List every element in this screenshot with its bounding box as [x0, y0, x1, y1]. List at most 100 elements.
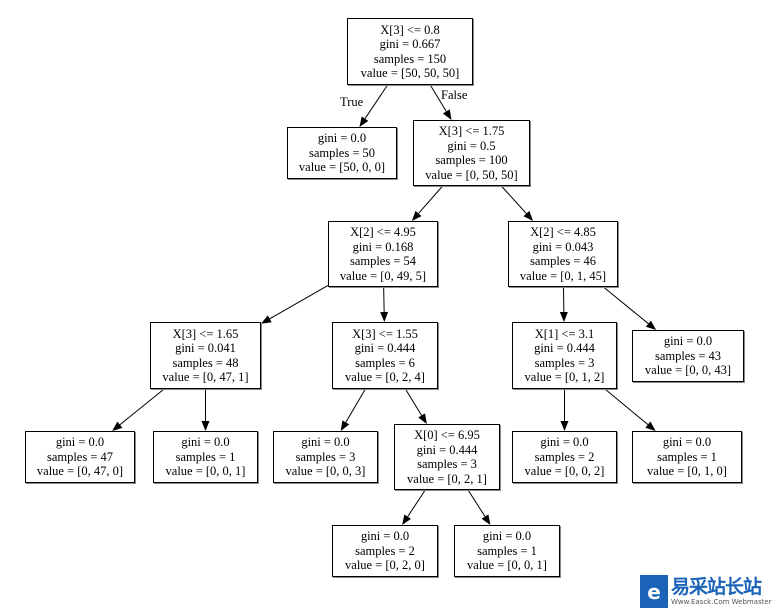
node-text-line: samples = 48	[172, 355, 239, 370]
node-text-line: gini = 0.043	[532, 239, 594, 254]
node-text-line: value = [0, 0, 3]	[285, 464, 366, 479]
edge-line	[345, 388, 366, 423]
arrowhead-icon	[201, 421, 210, 431]
edge-line	[418, 185, 443, 214]
node-text-line: samples = 1	[477, 543, 537, 558]
node-text-line: X[3] <= 0.8	[380, 22, 440, 37]
edge-line	[405, 388, 423, 416]
edge-line	[119, 388, 165, 426]
node-text-line: gini = 0.0	[663, 334, 713, 349]
node-text-line: X[0] <= 6.95	[414, 428, 480, 442]
node-text-line: samples = 47	[46, 449, 114, 464]
node-text-line: value = [0, 1, 45]	[519, 268, 607, 283]
watermark-text: 易采站长站	[671, 576, 762, 598]
node-text-line: samples = 100	[435, 153, 508, 167]
arrowhead-icon	[481, 514, 491, 525]
node-text-line: value = [0, 0, 43]	[644, 363, 732, 378]
node-text-line: X[1] <= 3.1	[534, 326, 595, 341]
edge-line	[364, 84, 388, 119]
node-text-line: samples = 2	[534, 449, 595, 464]
node-text-line: samples = 6	[355, 355, 415, 370]
node-text-line: gini = 0.168	[352, 239, 414, 254]
arrowhead-icon	[112, 421, 123, 431]
edge-label-true: True	[340, 95, 364, 109]
node-text-line: X[2] <= 4.95	[350, 225, 416, 239]
node-text-line: gini = 0.0	[55, 435, 105, 450]
node-text-line: X[3] <= 1.75	[438, 124, 505, 138]
arrowhead-icon	[523, 210, 534, 221]
node-text-line: value = [0, 0, 2]	[524, 464, 605, 479]
edge-line	[269, 285, 329, 320]
node-text-line: samples = 3	[417, 457, 477, 471]
node-text-line: X[2] <= 4.85	[530, 225, 596, 239]
node-text-line: value = [0, 50, 50]	[425, 167, 518, 182]
node-text-line: gini = 0.0	[317, 131, 367, 146]
node-text-line: gini = 0.041	[175, 341, 236, 355]
node-text-line: gini = 0.0	[482, 529, 532, 544]
node-text-line: value = [0, 47, 1]	[162, 370, 249, 384]
edge-line	[429, 84, 447, 112]
node-text-line: value = [0, 1, 2]	[524, 370, 605, 384]
edge-line	[603, 286, 649, 325]
node-text-line: samples = 43	[654, 348, 722, 363]
node-text-line: gini = 0.0	[181, 435, 230, 450]
watermark: e 易采站长站 Www.Easck.Com Webmaster	[640, 575, 774, 608]
node-text-line: gini = 0.667	[379, 37, 441, 51]
edge-line	[467, 489, 486, 517]
e-logo-icon: e	[640, 575, 668, 608]
arrowhead-icon	[380, 311, 389, 322]
node-text-line: gini = 0.0	[662, 435, 712, 450]
edge-line	[604, 388, 649, 426]
node-text-line: samples = 54	[349, 254, 417, 268]
node-text-line: samples = 150	[373, 51, 447, 66]
node-text-line: value = [50, 0, 0]	[298, 160, 386, 175]
arrowhead-icon	[645, 320, 657, 330]
node-text-line: X[3] <= 1.55	[352, 326, 418, 341]
node-text-line: value = [0, 0, 1]	[165, 464, 246, 479]
node-text-line: gini = 0.444	[416, 442, 478, 457]
edge-line	[407, 489, 426, 517]
node-text-line: gini = 0.5	[447, 138, 496, 153]
watermark-subtext: Www.Easck.Com Webmaster	[671, 598, 772, 606]
node-text-line: value = [50, 50, 50]	[360, 66, 460, 80]
node-text-line: gini = 0.0	[540, 435, 589, 450]
arrowhead-icon	[418, 413, 427, 424]
arrowhead-icon	[359, 116, 369, 127]
node-text-line: samples = 1	[175, 449, 236, 464]
node-text-line: samples = 2	[355, 543, 415, 558]
node-text-line: samples = 46	[529, 254, 597, 268]
node-text-line: value = [0, 2, 1]	[407, 471, 487, 486]
node-text-line: X[3] <= 1.65	[172, 326, 239, 341]
arrowhead-icon	[340, 420, 350, 431]
arrowhead-icon	[645, 421, 656, 431]
node-text-line: value = [0, 0, 1]	[467, 558, 547, 573]
node-text-line: samples = 3	[295, 449, 356, 464]
node-text-line: gini = 0.444	[354, 341, 416, 355]
node-text-line: samples = 3	[534, 355, 595, 370]
node-text-line: gini = 0.0	[301, 435, 350, 450]
node-text-line: value = [0, 2, 4]	[345, 370, 425, 384]
arrowhead-icon	[559, 311, 568, 322]
arrowhead-icon	[560, 421, 569, 431]
node-text-line: value = [0, 47, 0]	[36, 464, 124, 479]
node-text-line: gini = 0.0	[360, 529, 410, 544]
node-text-line: value = [0, 49, 5]	[339, 268, 427, 283]
arrowhead-icon	[411, 210, 422, 221]
node-text-line: samples = 1	[657, 449, 717, 464]
node-text-line: samples = 50	[308, 145, 376, 160]
